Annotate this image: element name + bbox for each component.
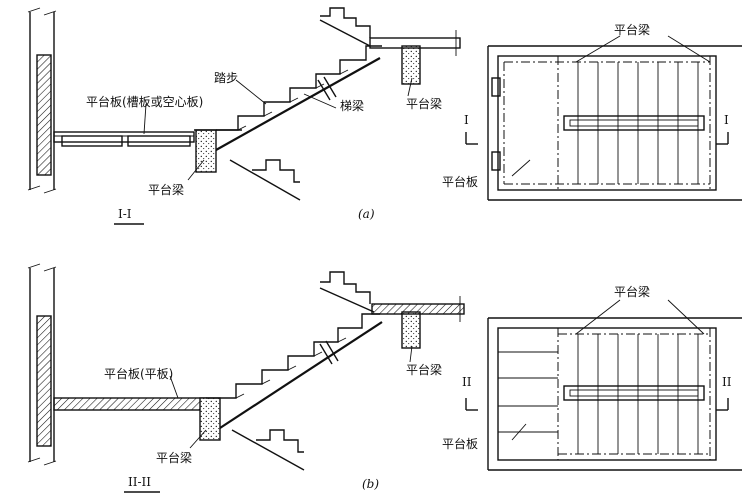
stair-flight-b	[206, 313, 380, 399]
plan-mark-left-a: I	[464, 113, 469, 127]
stair-flight-a	[216, 45, 382, 131]
plan-mark-left-b: II	[462, 375, 472, 389]
break-mark-a	[317, 76, 337, 101]
label-beam-bottom-b: 平台梁	[156, 450, 192, 465]
landing-slab-b	[53, 397, 207, 411]
plan-mark-right-b: II	[722, 375, 732, 389]
plan-label-slab-a: 平台板	[442, 174, 478, 189]
upper-landing-a	[369, 37, 461, 49]
landing-beam-right-b	[401, 311, 421, 349]
label-beam-bottom-a: 平台梁	[148, 182, 184, 197]
plan-treads-b	[577, 334, 699, 454]
landing-beam-right-a	[401, 45, 421, 85]
stair-soffit-b	[219, 321, 383, 429]
plan-mark-right-a: I	[724, 113, 729, 127]
section-label-b: II-II	[128, 475, 151, 489]
plan-label-slab-b: 平台板	[442, 436, 478, 451]
label-beam-right-a: 平台梁	[406, 96, 442, 111]
landing-slab-a	[53, 131, 195, 147]
section-a: 踏步 平台板(槽板或空心板) 平台梁 梯梁 平台梁 I-I (a)	[27, 7, 461, 225]
plan-a: 平台梁 平台板 I I	[442, 22, 742, 201]
plan-treads-a	[577, 62, 699, 184]
label-slab-a: 平台板(槽板或空心板)	[86, 94, 203, 109]
label-slab-b: 平台板(平板)	[104, 366, 173, 381]
plan-label-beam-b: 平台梁	[614, 284, 650, 299]
plan-label-beam-a: 平台梁	[614, 22, 650, 37]
section-b: 平台板(平板) 平台梁 平台梁 II-II (b)	[27, 263, 465, 493]
wall-b	[27, 263, 57, 466]
section-label-a: I-I	[118, 207, 132, 221]
upper-landing-b	[371, 303, 465, 315]
label-steps-a: 踏步	[214, 71, 238, 85]
plan-slab-strips-b	[498, 351, 558, 433]
caption-a: (a)	[358, 207, 375, 221]
plan-b: 平台梁 平台板 II II	[442, 284, 742, 471]
wall-a	[27, 7, 57, 194]
label-beam-right-b: 平台梁	[406, 362, 442, 377]
stair-soffit-a	[215, 57, 381, 151]
label-stringer-a: 梯梁	[340, 98, 364, 113]
caption-b: (b)	[362, 477, 379, 491]
break-mark-b	[319, 340, 339, 365]
